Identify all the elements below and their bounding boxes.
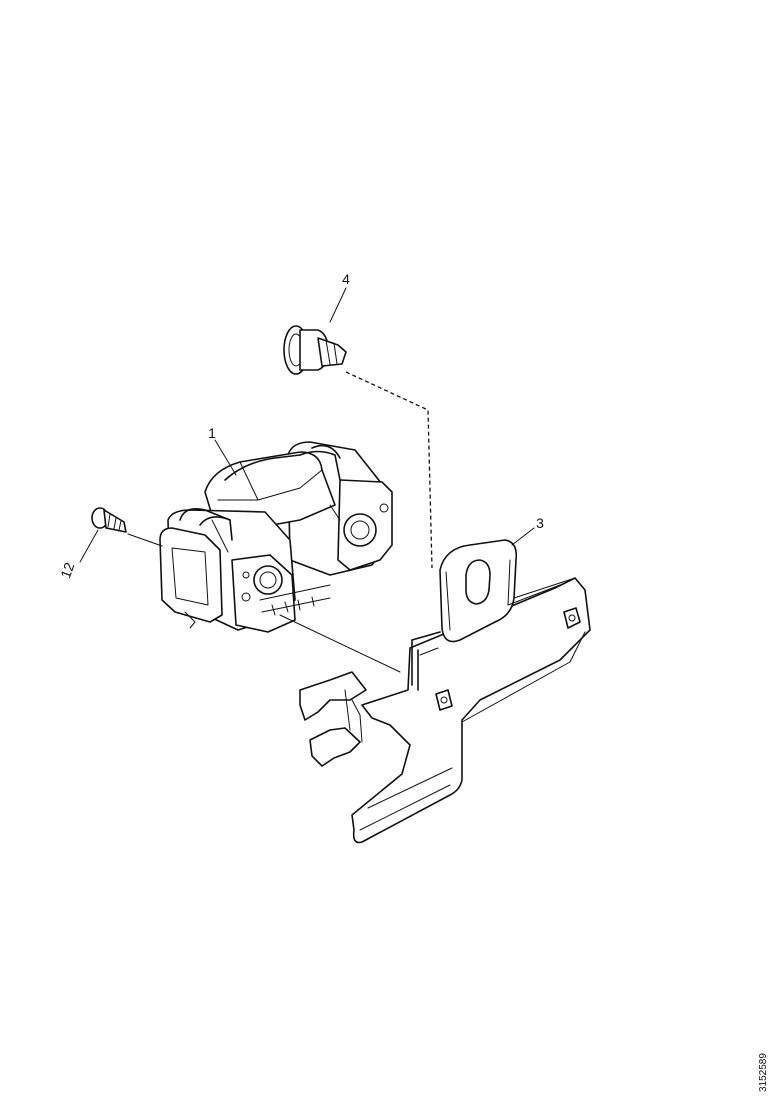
callout-solenoid: 1 [208,425,216,441]
callout-bracket: 3 [536,515,544,531]
solenoid-assembly [159,441,393,633]
callout-screw: 12 [57,560,77,580]
flanged-bolt [283,325,347,375]
callout-bolt: 4 [342,271,350,287]
assembly-lines [79,287,535,673]
mounting-bracket [299,539,591,844]
mounting-screw [91,507,127,533]
figure-reference-code: 3152589 [758,1053,769,1092]
